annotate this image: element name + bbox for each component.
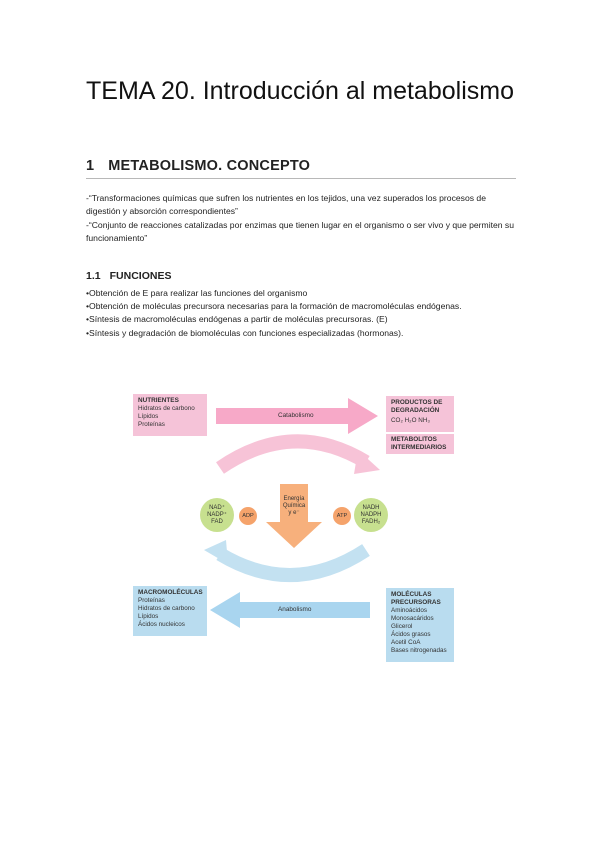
list-item: Lípidos: [138, 413, 159, 420]
list-item: Proteínas: [138, 421, 165, 428]
reduced-coenzymes-circle: NADH NADPH FADH₂: [354, 498, 388, 532]
macromolecules-title: MACROMOLÉCULAS: [138, 589, 203, 596]
precursors-title-line1: MOLÉCULAS: [391, 591, 432, 598]
blue-curved-arrow: [216, 544, 370, 583]
list-item: Ácidos grasos: [391, 631, 431, 638]
atp-circle: ATP: [333, 507, 351, 525]
oxidized-coenzymes-circle: NAD⁺ NADP⁺ FAD: [200, 498, 234, 532]
functions-list: Obtención de E para realizar las funcion…: [86, 287, 526, 340]
energy-line: Química: [282, 503, 306, 509]
list-item: Obtención de E para realizar las funcion…: [86, 287, 526, 300]
anabolism-label: Anabolismo: [278, 606, 312, 613]
circle-label: NADH: [362, 504, 380, 511]
precursors-title-line2: PRECURSORAS: [391, 599, 441, 606]
list-item: Monosacáridos: [391, 615, 434, 622]
metabolites-box: METABOLITOS INTERMEDIARIOS: [386, 434, 454, 454]
list-item: Acetil CoA: [391, 639, 421, 646]
precursor-molecules-box: MOLÉCULAS PRECURSORAS Aminoácidos Monosa…: [386, 588, 454, 662]
energy-line: Energía: [283, 496, 305, 502]
products-title-line2: DEGRADACIÓN: [391, 407, 440, 414]
energy-label: Energía Química y e⁻: [274, 496, 314, 517]
circle-label: NADP⁺: [207, 511, 227, 518]
list-item: Hidratos de carbono: [138, 405, 195, 412]
list-item: Proteínas: [138, 597, 165, 604]
products-formula: CO₂ H₂O NH₃: [391, 417, 430, 424]
products-title-line1: PRODUCTOS DE: [391, 399, 443, 406]
list-item: Ácidos nucleicos: [138, 621, 185, 628]
subsection-heading: 1.1 FUNCIONES: [86, 270, 171, 282]
metabolites-line1: METABOLITOS: [391, 436, 437, 443]
subsection-number: 1.1: [86, 270, 101, 282]
nutrients-title: NUTRIENTES: [138, 397, 179, 404]
section-title: METABOLISMO. CONCEPTO: [108, 158, 311, 174]
definition-paragraph: -“Conjunto de reacciones catalizadas por…: [86, 220, 515, 244]
anabolism-arrow: [210, 592, 370, 628]
metabolites-line2: INTERMEDIARIOS: [391, 444, 447, 451]
list-item: Hidratos de carbono: [138, 605, 195, 612]
circle-label: FADH₂: [361, 518, 381, 525]
energy-arrow: [266, 484, 322, 548]
metabolism-diagram: NUTRIENTES Hidratos de carbono Lípidos P…: [128, 388, 458, 668]
definition-paragraph: -“Transformaciones químicas que sufren l…: [86, 193, 486, 217]
macromolecules-box: MACROMOLÉCULAS Proteínas Hidratos de car…: [133, 586, 207, 636]
circle-label: NADPH: [360, 511, 382, 518]
diagram-arrows: [204, 398, 380, 628]
list-item: Lípidos: [138, 613, 159, 620]
degradation-products-box: PRODUCTOS DE DEGRADACIÓN CO₂ H₂O NH₃: [386, 396, 454, 432]
circle-label: NAD⁺: [209, 504, 225, 511]
energy-line: y e⁻: [288, 510, 300, 516]
section-heading: 1 METABOLISMO. CONCEPTO: [86, 158, 516, 179]
pink-curved-arrow: [216, 434, 370, 474]
list-item: Síntesis y degradación de biomoléculas c…: [86, 327, 526, 340]
list-item: Glicerol: [391, 623, 413, 630]
subsection-title: FUNCIONES: [109, 270, 172, 282]
circle-label: FAD: [211, 518, 223, 525]
catabolism-arrow: [216, 398, 378, 434]
list-item: Aminoácidos: [391, 607, 428, 614]
adp-circle: ADP: [239, 507, 257, 525]
list-item: Bases nitrogenadas: [391, 647, 447, 654]
list-item: Síntesis de macromoléculas endógenas a p…: [86, 313, 526, 326]
catabolism-label: Catabolismo: [278, 412, 314, 419]
page-title: TEMA 20. Introducción al metabolismo: [86, 77, 514, 105]
nutrients-box: NUTRIENTES Hidratos de carbono Lípidos P…: [133, 394, 207, 436]
list-item: Obtención de moléculas precursora necesa…: [86, 300, 526, 313]
section-number: 1: [86, 158, 95, 174]
